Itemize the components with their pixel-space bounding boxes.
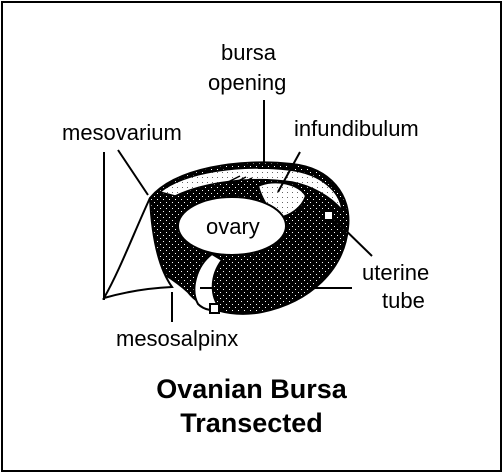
diagram-title-line2: Transected — [0, 407, 503, 440]
diagram-title-line1: Ovanian Bursa — [0, 373, 503, 406]
label-tube: tube — [382, 288, 425, 313]
label-infundibulum: infundibulum — [294, 116, 419, 141]
label-bursa: bursa — [221, 40, 276, 65]
label-ovary: ovary — [206, 214, 260, 239]
tube-marker-right — [324, 211, 333, 220]
leader-mesovarium-1 — [118, 150, 148, 195]
label-mesosalpinx: mesosalpinx — [116, 326, 238, 351]
label-mesovarium: mesovarium — [62, 120, 182, 145]
label-uterine: uterine — [362, 260, 429, 285]
tube-marker-bottom — [210, 304, 219, 313]
label-opening: opening — [208, 70, 286, 95]
